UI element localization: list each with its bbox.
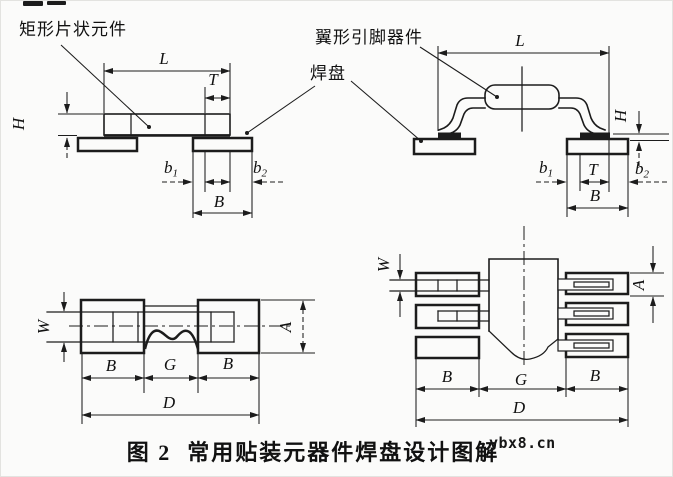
right-lead — [558, 97, 610, 138]
svg-text:b2: b2 — [253, 158, 268, 180]
svg-text:W: W — [374, 256, 393, 272]
dim-B-G-B-D: B G B D — [415, 358, 629, 427]
right-pad — [191, 136, 254, 153]
svg-text:H: H — [9, 116, 28, 131]
dim-B-G-B-D: B G B D — [81, 354, 260, 424]
svg-text:b1: b1 — [539, 158, 553, 180]
dim-H: H — [9, 92, 103, 158]
annotations: 矩形片状元件 翼形引脚器件 焊盘 — [19, 20, 499, 143]
dim-T: T — [204, 70, 231, 113]
dim-W: W — [374, 254, 403, 317]
left-leads — [389, 279, 490, 322]
left-lead — [437, 97, 486, 138]
chip-pad-layout-diagram: W A B G B D — [34, 292, 315, 424]
svg-text:A: A — [276, 321, 295, 333]
ic-body — [488, 258, 559, 340]
dim-L: L — [103, 49, 231, 113]
svg-text:A: A — [629, 279, 648, 291]
left-pad — [79, 298, 146, 355]
svg-text:B: B — [214, 192, 225, 211]
svg-text:W: W — [34, 318, 53, 334]
dim-b1-b2-B: b1 b2 B — [162, 152, 283, 218]
dim-W: W — [34, 292, 67, 362]
gullwing-body — [484, 84, 560, 110]
right-pad — [565, 137, 630, 156]
left-pad — [414, 271, 481, 298]
svg-text:T: T — [208, 70, 219, 89]
left-pad — [76, 136, 139, 153]
svg-text:B: B — [590, 366, 601, 385]
dim-A: A — [629, 246, 664, 323]
left-pad — [412, 137, 477, 156]
svg-text:B: B — [590, 186, 601, 205]
svg-text:b1: b1 — [164, 158, 178, 180]
dim-H: H — [611, 108, 669, 166]
chip-side-view-diagram: L T H b1 b2 B — [9, 49, 283, 218]
svg-text:G: G — [515, 370, 527, 389]
svg-text:D: D — [162, 393, 176, 412]
body-break-wave — [143, 329, 200, 350]
svg-text:D: D — [512, 398, 526, 417]
pad-label: 焊盘 — [310, 64, 346, 83]
svg-text:H: H — [611, 108, 630, 123]
ic-pad-layout-diagram: W A B G B D — [374, 226, 664, 427]
svg-text:T: T — [588, 160, 599, 179]
chip-component-label: 矩形片状元件 — [19, 20, 127, 39]
svg-text:L: L — [158, 49, 168, 68]
right-leads — [557, 278, 614, 352]
right-pad — [196, 298, 261, 355]
left-pad — [414, 303, 481, 330]
watermark: ybx8.cn — [489, 434, 556, 452]
svg-text:b2: b2 — [635, 159, 650, 181]
dim-L: L — [437, 31, 610, 192]
left-pad — [414, 335, 481, 360]
gullwing-component-label: 翼形引脚器件 — [315, 28, 423, 47]
dim-A: A — [261, 299, 315, 354]
svg-text:B: B — [442, 367, 453, 386]
gullwing-side-view-diagram: L H — [412, 31, 669, 217]
ic-body-break — [488, 330, 559, 360]
svg-text:B: B — [106, 356, 117, 375]
scan-artifact — [23, 1, 66, 6]
svg-text:L: L — [514, 31, 524, 50]
chip-body — [103, 113, 231, 136]
svg-text:B: B — [223, 354, 234, 373]
svg-text:G: G — [164, 355, 176, 374]
dim-b1-T-b2-B: b1 b2 T B — [536, 155, 667, 217]
